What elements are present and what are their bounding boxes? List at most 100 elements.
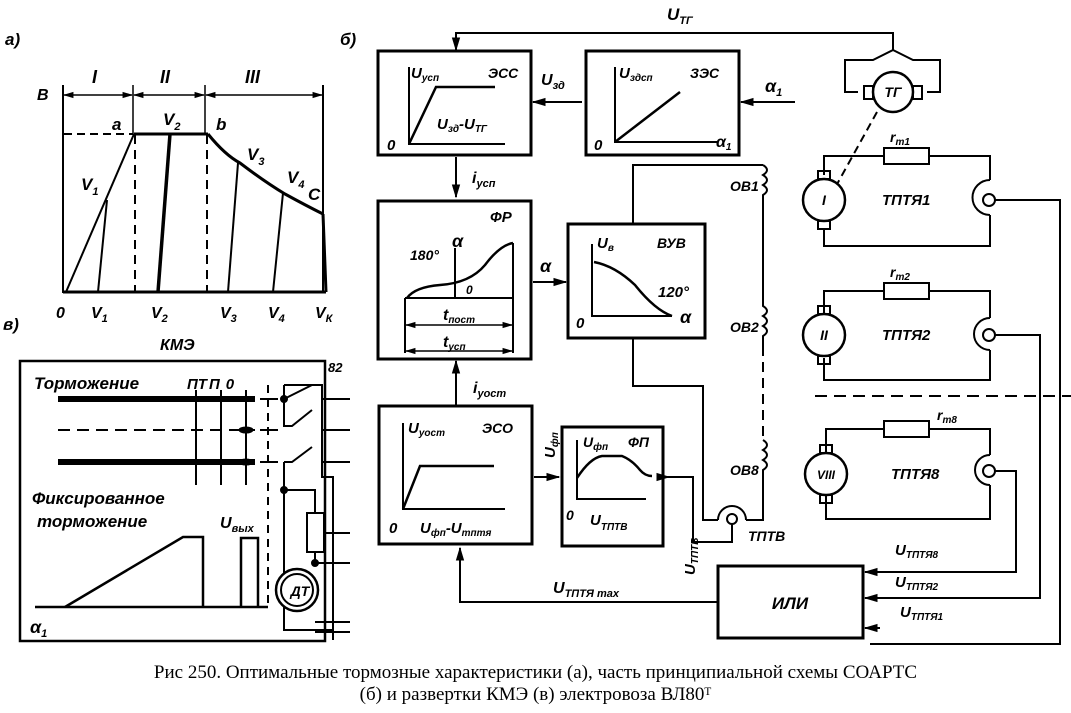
dt-wire bbox=[283, 462, 333, 631]
brush bbox=[817, 220, 831, 230]
fp-x-label: UТПТВ bbox=[590, 512, 627, 533]
vuv-bottom-wire bbox=[632, 338, 718, 521]
block-vuv bbox=[566, 222, 707, 340]
junction-dot bbox=[280, 395, 288, 403]
tptya2-loop bbox=[973, 317, 991, 351]
block-ess bbox=[376, 49, 533, 157]
vuv-y-label: Uв bbox=[597, 235, 614, 254]
zone-label-3: III bbox=[245, 67, 261, 87]
zone-label-2: II bbox=[160, 67, 171, 87]
tg-brush bbox=[863, 85, 874, 100]
utptya8-label: UТПТЯ8 bbox=[895, 542, 939, 561]
ess-origin: 0 bbox=[387, 137, 396, 154]
iuost-label: iуост bbox=[473, 380, 506, 400]
ess-curve bbox=[407, 85, 495, 145]
block-zes bbox=[584, 49, 741, 157]
vuv-origin: 0 bbox=[576, 315, 585, 332]
tg-wiring bbox=[844, 45, 941, 93]
tptya2-label: ТПТЯ2 bbox=[882, 327, 931, 344]
rt2-label: rт2 bbox=[890, 264, 910, 283]
curve-v2 bbox=[156, 133, 172, 293]
fp-axes bbox=[576, 440, 646, 500]
mechanical-link bbox=[835, 111, 878, 187]
x-tick: V3 bbox=[220, 305, 237, 325]
dt-label: ДТ bbox=[290, 583, 311, 599]
junction-dot bbox=[311, 559, 319, 567]
utptv-label: UТПТВ bbox=[682, 538, 701, 575]
panel-label-v: в) bbox=[3, 315, 19, 334]
curve-v3 bbox=[227, 162, 239, 293]
fp-y-label: Uфп bbox=[583, 434, 608, 453]
resistor-wire bbox=[284, 489, 316, 513]
kme-frame bbox=[18, 359, 327, 643]
zes-x-label: α1 bbox=[716, 134, 732, 153]
figure-caption-line-2: (б) и развертки КМЭ (в) электровоза ВЛ80… bbox=[359, 684, 712, 705]
t-usp-label: tусп bbox=[443, 334, 466, 353]
eso-curve bbox=[401, 464, 494, 510]
winding-ov8 bbox=[746, 439, 768, 521]
ess-name: ЭСС bbox=[488, 65, 519, 81]
resistor-rt1 bbox=[883, 147, 930, 165]
tptv-sensor bbox=[726, 513, 738, 525]
switch-3 bbox=[284, 446, 313, 463]
curve-labels: V1 V2 V3 V4 bbox=[81, 110, 304, 198]
kme-development bbox=[18, 359, 350, 643]
x-tick-labels: 0 V1 V2 V3 V4 VК bbox=[56, 305, 334, 325]
kme-row-label-braking: Торможение bbox=[34, 374, 139, 393]
x-tick: V2 bbox=[151, 305, 168, 325]
vuv-value: 120° bbox=[658, 284, 690, 301]
tptv-label: ТПТВ bbox=[748, 528, 785, 544]
panel-label-b: б) bbox=[340, 30, 357, 49]
point-a: a bbox=[112, 115, 121, 134]
fr-y-label: α bbox=[452, 231, 464, 251]
resistor-rt8 bbox=[883, 420, 930, 438]
fr-y-value: 180° bbox=[410, 247, 439, 263]
vuv-name: ВУВ bbox=[657, 235, 686, 251]
ili-label: ИЛИ bbox=[772, 594, 809, 613]
curve-vk bbox=[321, 213, 328, 293]
winding-ov2: ОВ2 bbox=[730, 319, 759, 335]
tptya8-label: ТПТЯ8 bbox=[891, 466, 940, 483]
curve-b-c bbox=[206, 133, 324, 216]
block-fp bbox=[560, 425, 665, 548]
utptya1-wire bbox=[870, 199, 1061, 645]
dt-sensor-inner bbox=[280, 573, 314, 607]
tptya1-sensor bbox=[982, 193, 996, 207]
alpha1-input-label: α1 bbox=[765, 76, 782, 99]
tptya8-loop bbox=[974, 454, 991, 486]
u-out-ramp bbox=[64, 535, 205, 609]
motor-8-numeral: VIII bbox=[817, 468, 836, 482]
utptya2-label: UТПТЯ2 bbox=[895, 574, 939, 593]
motor1-loop bbox=[823, 155, 991, 247]
label-v1-prime: V1 bbox=[81, 175, 98, 198]
label-v4-prime: V4 bbox=[287, 168, 304, 191]
rt1-label: rт1 bbox=[890, 129, 910, 148]
soartc-scheme bbox=[376, 32, 1071, 645]
ufp-label: Uфп bbox=[542, 432, 561, 458]
kme-label-fixed-2: торможение bbox=[37, 512, 147, 531]
dt-sensor-outer bbox=[274, 567, 320, 613]
utptya2-wire bbox=[870, 334, 1041, 599]
contact-dot bbox=[238, 458, 254, 466]
uzd-label: Uзд bbox=[541, 72, 565, 92]
iusp-label: iусп bbox=[472, 170, 496, 190]
contact-dot bbox=[238, 426, 254, 434]
vuv-top-wire bbox=[632, 164, 763, 224]
zone-label-1: I bbox=[92, 67, 98, 87]
vuv-x-label: α bbox=[680, 307, 692, 327]
tg-label: ТГ bbox=[884, 84, 903, 100]
tptya8-sensor bbox=[982, 464, 996, 478]
x-tick: 0 bbox=[56, 305, 65, 322]
label-v3-prime: V3 bbox=[247, 145, 264, 168]
kme-label-fixed-1: Фиксированное bbox=[32, 489, 165, 508]
fp-origin: 0 bbox=[566, 507, 574, 523]
fr-curve bbox=[405, 241, 514, 299]
vuv-axes bbox=[591, 244, 672, 317]
tptya1-label: ТПТЯ1 bbox=[882, 192, 930, 209]
block-fr bbox=[376, 199, 533, 361]
fr-origin: 0 bbox=[466, 283, 473, 297]
winding-ov8: ОВ8 bbox=[730, 462, 759, 478]
zes-curve bbox=[614, 91, 681, 143]
zes-y-label: Uздсп bbox=[619, 65, 653, 84]
